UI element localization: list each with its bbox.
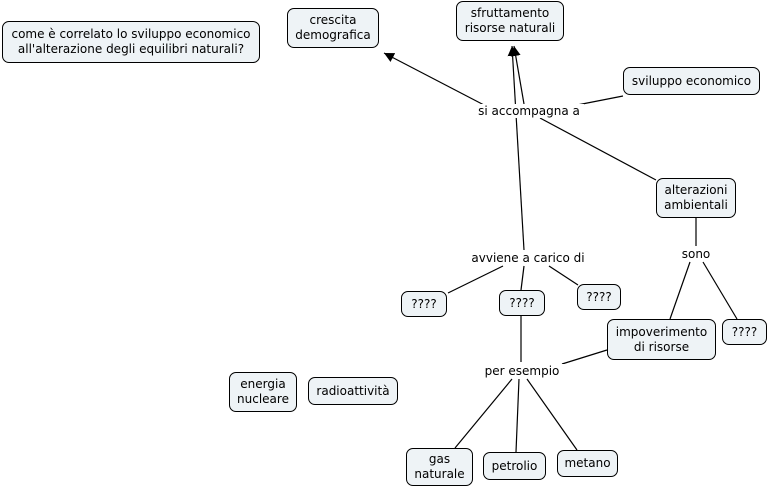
unknown-node-1[interactable]: ???? [401,291,447,317]
connector-per-esempio-to-petrolio [515,378,520,453]
connector-avviene-to-q3 [548,265,579,286]
connector-avviene-to-q2 [520,265,525,291]
connector-impoverimento-to-per-esempio [561,349,608,365]
sfruttamento-risorse-node[interactable]: sfruttamento risorse naturali [456,1,564,41]
connector-sono-to-impoverimento [669,261,691,320]
crescita-demografica-node[interactable]: crescita demografica [287,8,379,48]
unknown-node-4[interactable]: ???? [722,319,767,345]
link-per-esempio[interactable]: per esempio [480,364,564,378]
alterazioni-ambientali-node[interactable]: alterazioni ambientali [656,178,736,218]
unknown-node-3[interactable]: ???? [577,284,621,310]
connector-per-esempio-to-gas [454,378,513,449]
link-si-accompagna-a[interactable]: si accompagna a [474,104,584,118]
radioattivita-node[interactable]: radioattività [308,377,398,405]
connector-si-accompagna-to-crescita [383,52,485,106]
connector-avviene-to-sfruttamento [507,45,525,251]
gas-naturale-node[interactable]: gas naturale [406,448,473,486]
connector-si-accompagna-to-alterazioni [539,117,657,181]
connector-sono-to-q4 [702,261,738,320]
impoverimento-risorse-node[interactable]: impoverimento di risorse [607,319,716,360]
petrolio-node[interactable]: petrolio [483,452,546,480]
link-sono[interactable]: sono [678,247,714,261]
unknown-node-2[interactable]: ???? [499,290,545,316]
connector-avviene-to-q1 [447,265,504,294]
connector-per-esempio-to-metano [526,378,578,451]
sviluppo-economico-node[interactable]: sviluppo economico [623,67,760,95]
energia-nucleare-node[interactable]: energia nucleare [229,372,297,412]
link-avviene-a-carico-di[interactable]: avviene a carico di [466,251,590,265]
question-node[interactable]: come è correlato lo sviluppo economico a… [2,21,260,63]
metano-node[interactable]: metano [557,450,618,477]
